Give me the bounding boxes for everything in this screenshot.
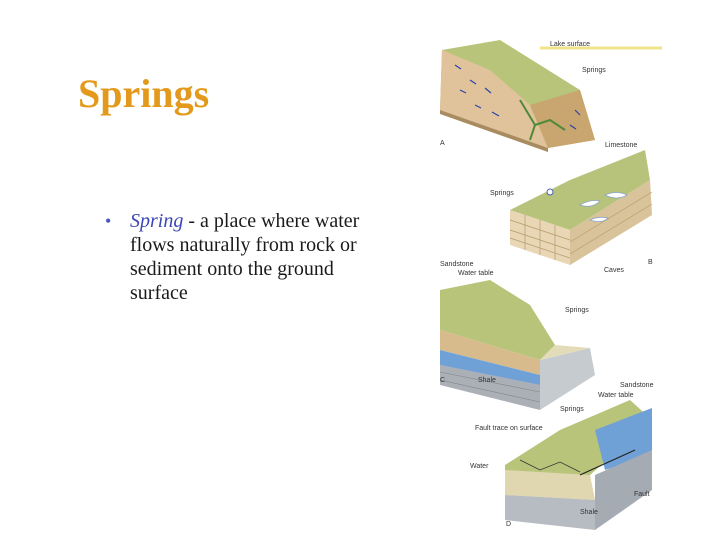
slide-title: Springs	[78, 71, 210, 116]
label-d-water-table: Water table	[598, 392, 634, 399]
bullet-dot: •	[105, 211, 112, 231]
label-d-shale: Shale	[580, 509, 598, 516]
label-limestone: Limestone	[605, 142, 637, 149]
label-panel-b: B	[648, 259, 653, 266]
panel-d-block	[505, 400, 652, 530]
bullet-item: • Spring - a place where water flows nat…	[105, 209, 395, 305]
label-panel-d: D	[506, 521, 511, 528]
label-fault: Fault	[634, 491, 650, 498]
label-c-water-table: Water table	[458, 270, 494, 277]
label-panel-c: C	[440, 377, 445, 384]
panel-a-block	[440, 40, 662, 152]
panel-b-block	[509, 150, 653, 265]
label-fault-trace: Fault trace on surface	[475, 425, 543, 432]
panel-c-block	[439, 280, 595, 410]
label-caves: Caves	[604, 267, 624, 274]
label-d-water: Water	[470, 463, 489, 470]
label-b-springs: Springs	[490, 190, 514, 197]
label-a-springs: Springs	[582, 67, 606, 74]
bullet-term: Spring	[130, 210, 184, 232]
bullet-text: Spring - a place where water flows natur…	[130, 209, 395, 305]
label-c-springs: Springs	[565, 307, 589, 314]
label-c-sandstone: Sandstone	[440, 261, 474, 268]
label-lake-surface: Lake surface	[550, 41, 590, 48]
label-d-springs: Springs	[560, 406, 584, 413]
springs-diagram: Lake surface Springs A Limestone Springs…	[439, 40, 662, 530]
label-d-sandstone: Sandstone	[620, 382, 654, 389]
label-c-shale: Shale	[478, 377, 496, 384]
bullet-definition: - a place where water flows naturally fr…	[130, 210, 360, 304]
label-panel-a: A	[440, 140, 445, 147]
